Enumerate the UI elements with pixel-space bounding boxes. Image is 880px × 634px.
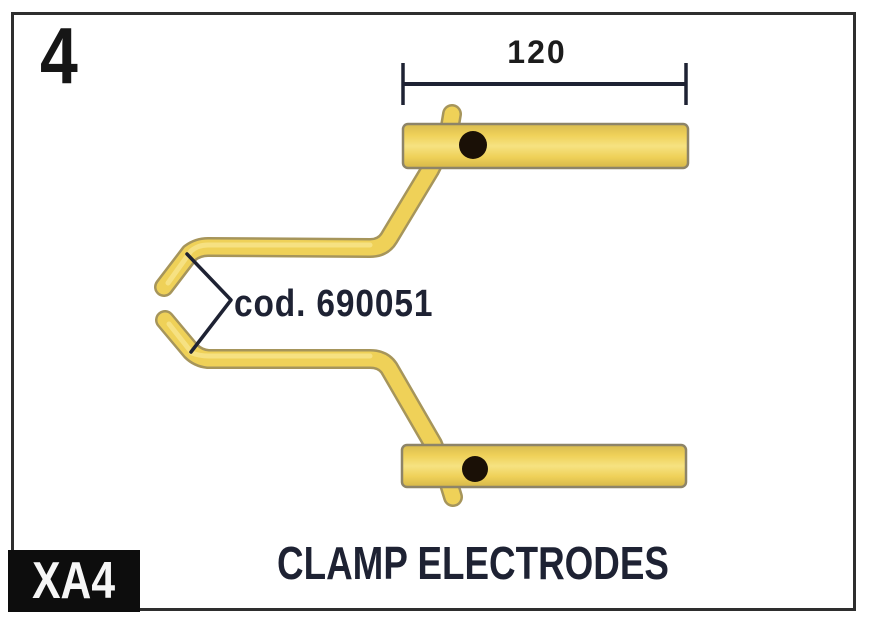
figure-frame <box>11 12 856 611</box>
figure-number: 4 <box>40 11 78 100</box>
part-code-label: cod. 690051 <box>234 283 434 325</box>
lower-electrode <box>155 310 688 507</box>
lower-electrode-hole <box>462 456 488 482</box>
upper-electrode <box>154 104 690 297</box>
leader-lines <box>185 252 233 354</box>
upper-electrode-bar <box>401 122 690 170</box>
lower-electrode-bar <box>400 443 688 489</box>
figure-caption: CLAMP ELECTRODES <box>277 537 669 589</box>
dimension-label: 120 <box>507 34 567 70</box>
model-badge: XA4 <box>8 550 140 612</box>
model-badge-text: XA4 <box>32 552 116 610</box>
upper-electrode-hole <box>459 131 487 159</box>
dimension-line <box>401 63 688 105</box>
